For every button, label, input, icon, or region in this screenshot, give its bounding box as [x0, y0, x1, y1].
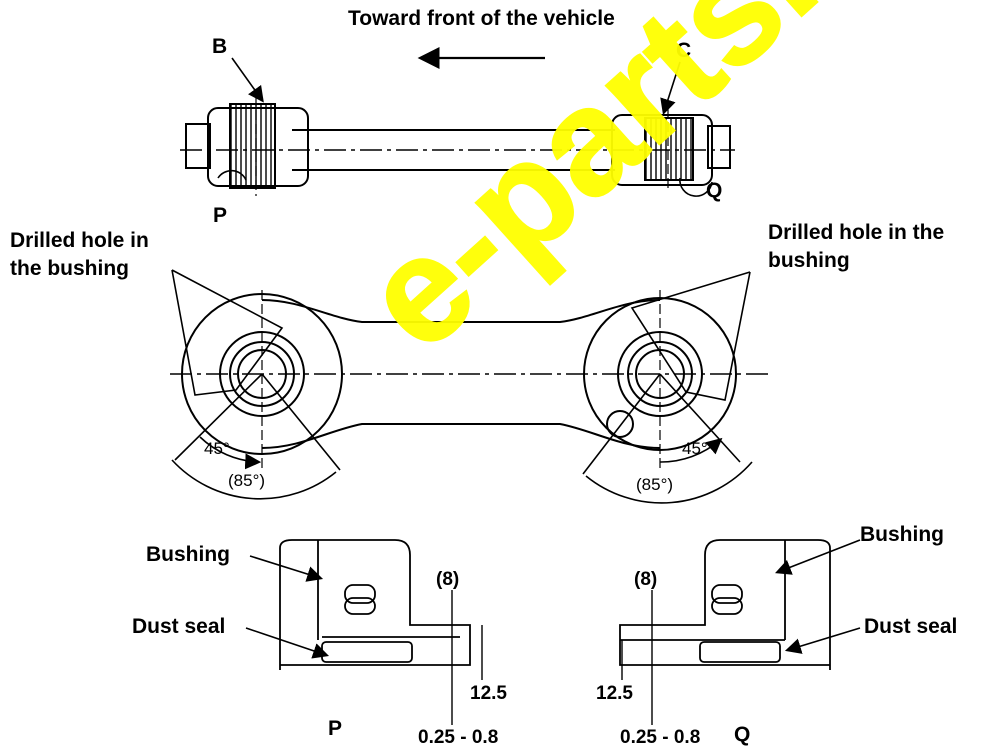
angle-left-85: (85°)	[228, 471, 266, 490]
tolerance-right: 0.25 - 0.8	[620, 727, 701, 748]
angle-right-45: 45°	[682, 439, 708, 458]
tolerance-left: 0.25 - 0.8	[418, 727, 499, 748]
section-label-p: P	[328, 717, 343, 740]
bushing-c	[644, 117, 694, 181]
dim-12-5-left: 12.5	[470, 683, 507, 704]
label-q-top: Q	[706, 179, 723, 202]
section-view-p	[279, 539, 483, 725]
angle-right-85: (85°)	[636, 475, 674, 494]
dim-8-left: (8)	[436, 569, 460, 590]
leader-bushing-left	[249, 555, 324, 582]
middle-view-link	[170, 290, 770, 470]
dim-8-right: (8)	[634, 569, 658, 590]
leader-dust-seal-right	[784, 627, 861, 654]
section-label-q: Q	[734, 723, 751, 746]
drilled-hole-right-line1: Drilled hole in the	[768, 221, 945, 244]
leader-bushing-right	[775, 539, 861, 575]
leader-dust-seal-left	[245, 627, 330, 659]
leader-c	[660, 61, 681, 116]
dim-12-5-right: 12.5	[596, 683, 633, 704]
right-angle-marks	[582, 271, 753, 504]
left-angle-marks	[171, 269, 341, 500]
drilled-hole-left-line1: Drilled hole in	[10, 229, 149, 252]
bushing-b	[229, 103, 276, 189]
drilled-hole-left-line2: the bushing	[10, 257, 129, 280]
dust-seal-left-label: Dust seal	[132, 615, 226, 638]
angle-left-45: 45°	[204, 439, 230, 458]
label-p-top: P	[213, 204, 228, 227]
label-c: C	[676, 39, 692, 62]
dust-seal-right-label: Dust seal	[864, 615, 958, 638]
bushing-right-label: Bushing	[860, 523, 944, 546]
top-view-rod	[180, 96, 735, 197]
section-view-q	[619, 539, 831, 725]
label-b: B	[212, 35, 228, 58]
direction-label: Toward front of the vehicle	[348, 7, 615, 30]
bushing-left-label: Bushing	[146, 543, 230, 566]
drilled-hole-right-line2: bushing	[768, 249, 850, 272]
leader-b	[231, 57, 264, 103]
